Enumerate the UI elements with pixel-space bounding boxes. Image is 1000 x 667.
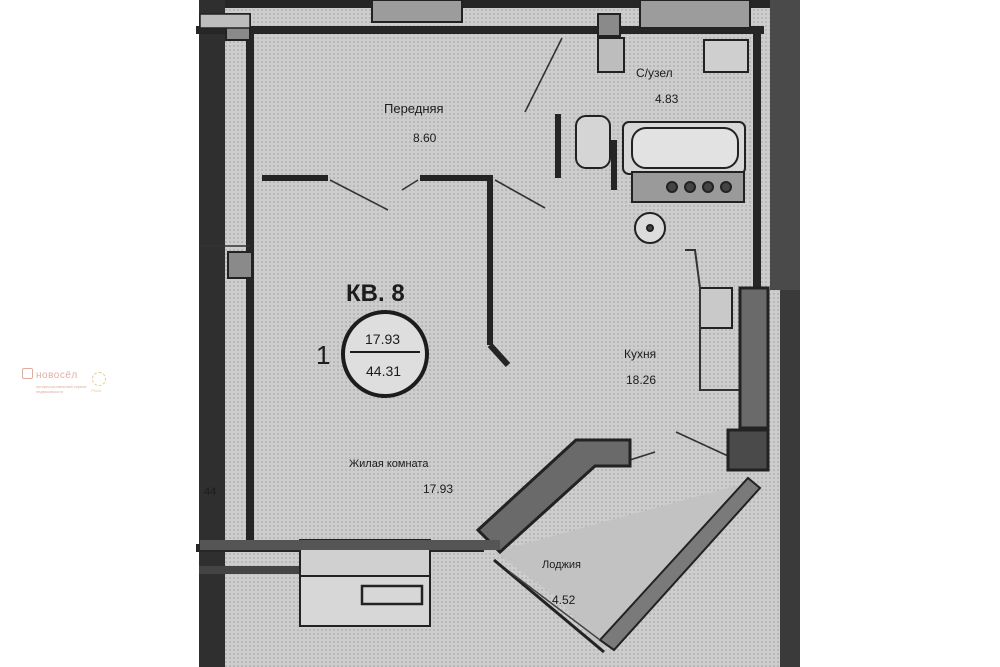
house-logo-icon	[22, 368, 33, 379]
lower-wall-band	[200, 540, 500, 550]
brand-tagline: профессиональный сервис недвижимости	[36, 384, 87, 394]
bottom-left-wall	[199, 566, 299, 574]
kitchen-outline	[685, 249, 744, 391]
bathroom-area: 4.83	[655, 92, 679, 106]
kitchen-name: Кухня	[624, 347, 656, 361]
balcony-inner	[360, 584, 424, 606]
loggia-diagonal	[493, 558, 605, 654]
stove-burner-3	[702, 181, 714, 193]
left-dark-strip	[199, 0, 225, 667]
column-top-middle	[597, 13, 621, 37]
loggia-name: Лоджия	[542, 559, 581, 571]
column-left-mid	[227, 251, 253, 279]
apartment-number: КВ. 8	[346, 280, 405, 307]
neighbor-area-fragment: 44	[204, 486, 216, 498]
total-area-value: 44.31	[366, 363, 401, 379]
living-area-value: 17.93	[365, 331, 400, 347]
brand-name: новосёл	[36, 370, 78, 381]
bathroom-name: С/узел	[636, 66, 673, 80]
living-room-area: 17.93	[423, 482, 453, 496]
kitchen-area: 18.26	[626, 373, 656, 387]
washbasin-drain	[646, 224, 654, 232]
stove-burner-1	[666, 181, 678, 193]
kitchen-counter-unit	[699, 287, 733, 329]
bathtub-inner	[631, 127, 739, 169]
living-room-name: Жилая комната	[349, 458, 429, 470]
hallway-area: 8.60	[413, 131, 437, 145]
stove-burner-4	[720, 181, 732, 193]
balcony-box	[299, 575, 431, 627]
top-right-block	[639, 0, 751, 29]
right-neighbor-area	[770, 0, 800, 290]
stove-burner-2	[684, 181, 696, 193]
bathroom-fixtures	[575, 37, 749, 329]
top-left-radiator	[371, 0, 463, 23]
toilet	[575, 115, 611, 169]
door-swings	[200, 37, 729, 461]
room-count: 1	[316, 340, 330, 370]
partitions	[262, 114, 617, 368]
loggia-diagonal-inner	[509, 571, 601, 641]
hallway-name: Передняя	[384, 101, 444, 116]
partner-emblem-icon	[92, 372, 106, 386]
bathroom-wall-block	[597, 37, 625, 73]
loggia-floor	[495, 482, 750, 650]
kitchen-column-bottom	[726, 428, 770, 472]
loggia-wall-upper	[475, 438, 632, 555]
kitchen-right-wall	[738, 286, 770, 430]
sink-cabinet	[703, 39, 749, 73]
partner-name: РКАА	[91, 388, 102, 393]
brand-watermark: новосёл профессиональный сервис недвижим…	[22, 366, 112, 402]
area-badge	[341, 310, 429, 398]
loggia-wall-right	[598, 476, 762, 652]
top-dark-band	[199, 0, 800, 8]
stair-fragment	[199, 13, 251, 29]
loggia-area: 4.52	[552, 593, 576, 607]
